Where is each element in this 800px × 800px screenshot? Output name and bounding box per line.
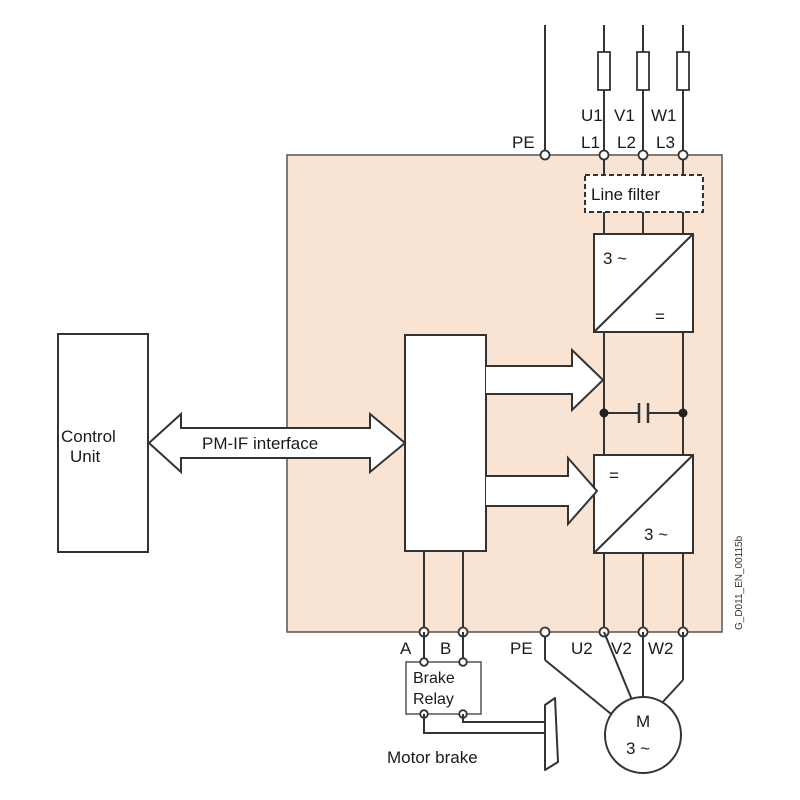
line-filter-label: Line filter — [591, 185, 660, 204]
fuse-l3 — [676, 51, 690, 91]
arrow-to-inverter — [486, 455, 599, 527]
brake-relay-label-line1: Brake — [413, 670, 455, 687]
bottom-terminals — [418, 626, 689, 638]
top-terminals — [539, 149, 689, 161]
fuse-l2 — [636, 51, 650, 91]
terminal-label-v1: V1 — [614, 106, 635, 125]
motor-label-line2: 3 ~ — [626, 739, 650, 758]
brake-relay-box — [405, 661, 482, 715]
supply-wires — [544, 25, 684, 155]
terminal-label-a: A — [400, 639, 412, 658]
control-unit-label-line2: Unit — [70, 447, 101, 466]
terminal-label-l2: L2 — [617, 133, 636, 152]
dc-link-capacitor — [599, 403, 688, 423]
rectifier-diagonal — [593, 233, 694, 333]
terminal-label-v2: V2 — [611, 639, 632, 658]
pm-if-interface-arrow — [147, 411, 407, 475]
rectifier-input-label: 3 ~ — [603, 249, 627, 268]
inverter-diagonal — [593, 454, 694, 554]
terminal-label-w2: W2 — [648, 639, 674, 658]
motor-brake-wires — [423, 714, 545, 734]
terminal-label-pe-top: PE — [512, 133, 535, 152]
inverter-output-label: 3 ~ — [644, 525, 668, 544]
inverter-input-label: = — [609, 466, 619, 485]
terminal-label-u1: U1 — [581, 106, 603, 125]
terminal-label-pe-bottom: PE — [510, 639, 533, 658]
brake-relay-wires — [423, 632, 464, 662]
terminal-label-u2: U2 — [571, 639, 593, 658]
control-unit-block — [57, 333, 149, 553]
line-filter-box — [584, 174, 704, 213]
arrow-to-rectifier — [486, 347, 605, 413]
terminal-label-b: B — [440, 639, 451, 658]
motor-symbol — [604, 696, 682, 774]
motor-wires — [544, 631, 684, 719]
fuse-l1 — [597, 51, 611, 91]
control-module-block — [404, 334, 487, 552]
terminal-label-l1: L1 — [581, 133, 600, 152]
terminal-label-l3: L3 — [656, 133, 675, 152]
rectifier-output-label: = — [655, 307, 665, 326]
pm-if-interface-label: PM-IF interface — [202, 434, 318, 453]
document-id-label: G_D011_EN_00115b — [734, 535, 745, 630]
motor-brake-label: Motor brake — [387, 748, 478, 767]
motor-brake-symbol — [544, 697, 559, 771]
motor-label-line1: M — [636, 712, 650, 731]
terminal-label-w1: W1 — [651, 106, 677, 125]
brake-relay-label-line2: Relay — [413, 691, 454, 708]
control-unit-label-line1: Control — [61, 427, 116, 446]
